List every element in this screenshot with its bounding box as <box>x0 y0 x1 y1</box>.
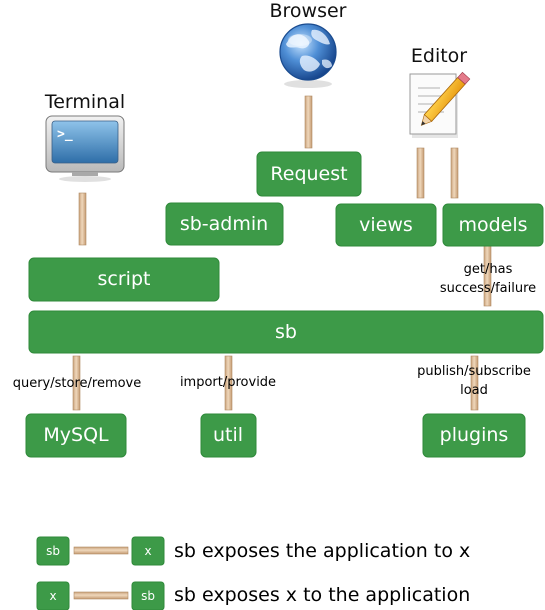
legend: sb x sb exposes the application to x x s… <box>36 536 470 610</box>
browser-title: Browser <box>270 0 347 22</box>
legend-row-1-connector <box>73 546 129 555</box>
node-plugins: plugins <box>422 413 526 458</box>
connector-sb-util <box>224 355 233 411</box>
terminal-title: Terminal <box>44 91 125 113</box>
node-sb: sb <box>28 310 544 354</box>
legend-row-1-text: sb exposes the application to x <box>174 540 470 562</box>
legend-row-1-to-box: x <box>131 536 165 566</box>
node-util-label: util <box>213 424 243 446</box>
node-mysql-label: MySQL <box>43 424 109 446</box>
node-request-label: Request <box>270 163 347 185</box>
legend-row-2-connector <box>73 591 129 600</box>
legend-row-2: x sb sb exposes x to the application <box>36 581 470 610</box>
node-models-label: models <box>458 214 527 236</box>
node-plugins-label: plugins <box>440 424 509 446</box>
legend-row-1: sb x sb exposes the application to x <box>36 536 470 566</box>
connector-sb-plugins <box>470 355 479 411</box>
edge-label-query-store-remove: query/store/remove <box>13 376 142 391</box>
node-util: util <box>200 413 257 458</box>
node-script: script <box>28 257 220 302</box>
globe-icon <box>279 23 337 88</box>
terminal-icon: >_ <box>45 115 125 182</box>
legend-row-2-from-box: x <box>36 581 70 610</box>
legend-row-1-to-label: x <box>144 544 151 558</box>
legend-row-2-to-box: sb <box>131 581 165 610</box>
node-views-label: views <box>359 214 413 236</box>
edge-label-success-failure: success/failure <box>440 281 536 296</box>
edge-label-load: load <box>460 383 488 398</box>
legend-row-2-from-label: x <box>49 589 56 603</box>
editor-title: Editor <box>411 45 467 67</box>
connector-sb-mysql <box>72 355 81 411</box>
node-views: views <box>335 203 437 247</box>
node-sb-label: sb <box>275 321 297 343</box>
connector-browser-request <box>304 95 313 149</box>
connector-terminal-script <box>78 192 87 246</box>
node-models: models <box>442 203 544 247</box>
notepad-pencil-icon <box>409 71 471 138</box>
node-script-label: script <box>98 268 151 290</box>
node-request: Request <box>256 151 362 197</box>
node-mysql: MySQL <box>25 413 127 458</box>
edge-label-import-provide: import/provide <box>180 375 276 390</box>
legend-row-1-from-label: sb <box>46 544 60 558</box>
connector-editor-views <box>416 147 425 199</box>
node-sb-admin-label: sb-admin <box>180 213 268 235</box>
edge-label-get-has: get/has <box>464 262 513 277</box>
connectors <box>72 95 492 411</box>
edge-label-publish-subscribe: publish/subscribe <box>417 364 531 379</box>
svg-text:>_: >_ <box>57 127 73 142</box>
legend-row-2-to-label: sb <box>141 589 155 603</box>
connector-editor-models <box>450 147 459 199</box>
legend-row-2-text: sb exposes x to the application <box>174 584 470 606</box>
node-sb-admin: sb-admin <box>165 202 284 246</box>
legend-row-1-from-box: sb <box>36 536 70 566</box>
